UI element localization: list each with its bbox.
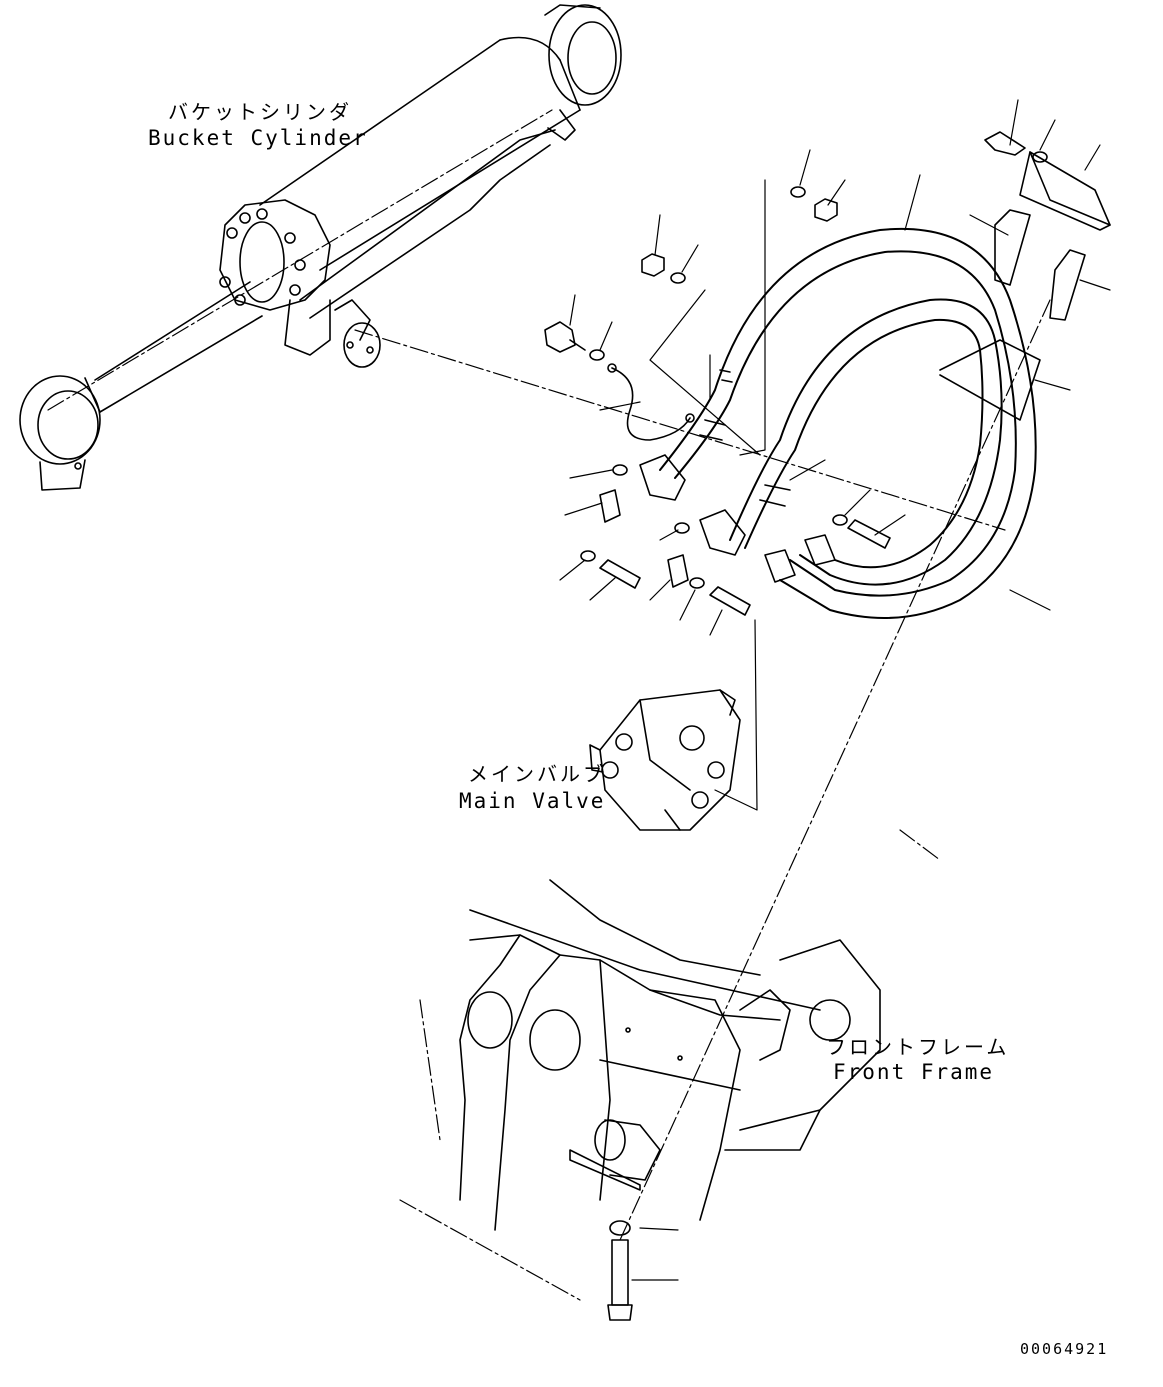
drawing-code: 00064921	[1020, 1340, 1109, 1358]
bottom-bolt-drawing	[607, 1220, 679, 1321]
main-valve-label-jp: メインバルブ	[468, 762, 606, 786]
main-valve-label: Main Valve	[459, 789, 606, 813]
bolt-axis-line	[619, 299, 1051, 1241]
bucket-cylinder-label-jp: バケットシリンダ	[168, 100, 352, 124]
main-valve-drawing	[589, 689, 741, 831]
front-frame-drawing	[399, 829, 941, 1301]
hose-guard-drawing	[939, 131, 1111, 421]
front-frame-label-jp: フロントフレーム	[826, 1035, 1010, 1059]
bucket-cylinder-label: Bucket Cylinder	[148, 126, 368, 150]
front-frame-label: Front Frame	[833, 1060, 995, 1084]
fasteners-drawing	[544, 186, 891, 616]
leader-lines	[559, 99, 1111, 811]
hose-assembly-drawing	[639, 227, 1037, 619]
bucket-cylinder-drawing	[19, 4, 622, 491]
routing-line	[354, 329, 1006, 531]
